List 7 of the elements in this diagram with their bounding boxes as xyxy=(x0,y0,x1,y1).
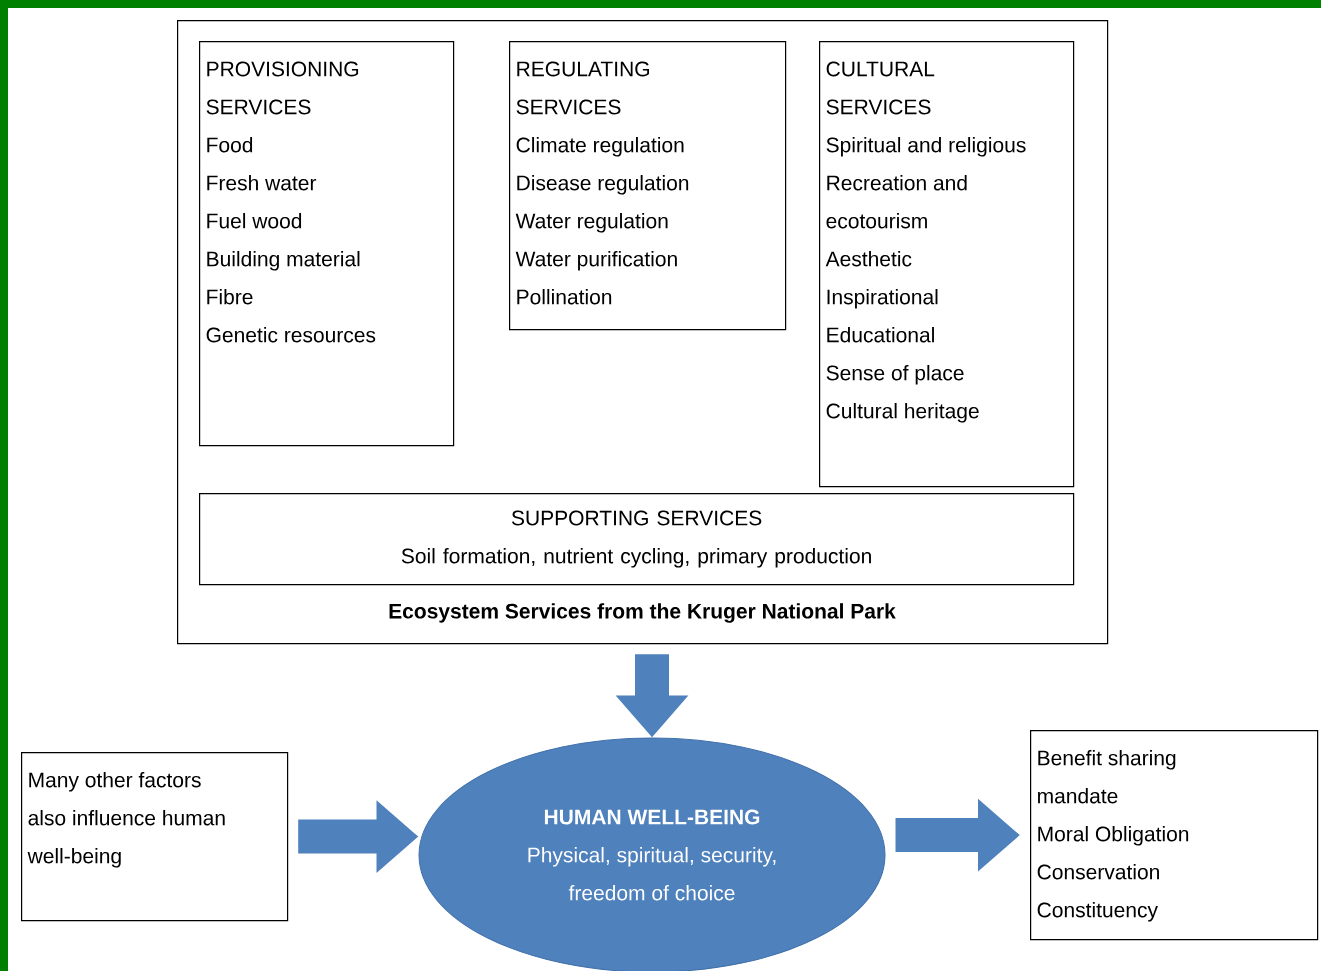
service-box: SUPPORTING SERVICES Soil formation, nutrient cycling, primary production xyxy=(199,493,1075,586)
service-box: PROVISIONING SERVICES Food Fresh water Fuel wood Building material Fibre Genetic resources xyxy=(199,41,455,447)
service-box: Many other factors also influence human well-being xyxy=(21,752,289,922)
service-box: REGULATING SERVICES Climate regulation Disease regulation Water regulation Water purification Pollination xyxy=(509,41,787,331)
caption-text: Ecosystem Services from the Kruger National Park xyxy=(389,603,896,623)
service-box: CULTURAL SERVICES Spiritual and religious Recreation and ecotourism Aesthetic Inspirational Educational Sense of place Cultural heritage xyxy=(819,41,1075,488)
service-box: Benefit sharing mandate Moral Obligation Conservation Constituency xyxy=(1030,730,1319,941)
